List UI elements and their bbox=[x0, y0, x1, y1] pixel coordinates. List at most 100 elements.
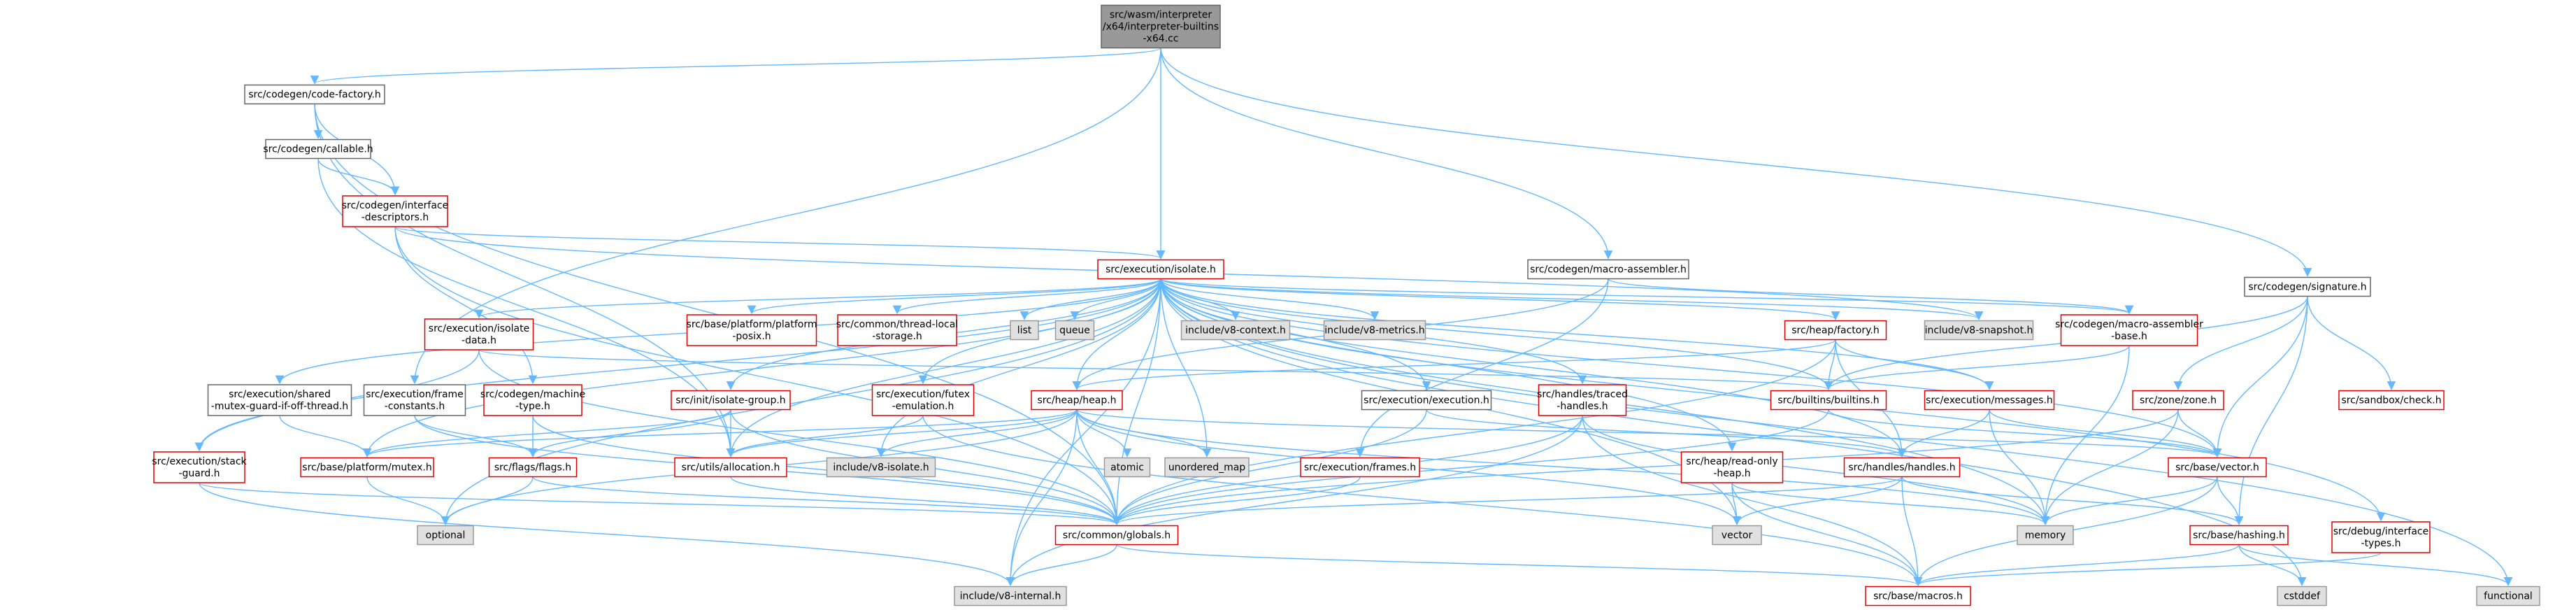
edge-flags-to-globals bbox=[532, 476, 1122, 525]
node-sandbox-check[interactable]: src/sandbox/check.h bbox=[2338, 390, 2445, 411]
edge-debug-types-to-macros bbox=[1914, 552, 2382, 586]
node-label: memory bbox=[2025, 530, 2066, 541]
node-label: functional bbox=[2484, 591, 2533, 602]
edge-heap-factory-to-heap bbox=[1073, 339, 1836, 390]
node-frame-constants[interactable]: src/execution/frame-constants.h bbox=[363, 384, 466, 416]
edge-traced-handles-to-macros bbox=[1582, 415, 1923, 586]
node-macro-asm-base[interactable]: src/codegen/macro-assembler-base.h bbox=[2055, 314, 2203, 346]
node-execution[interactable]: src/execution/execution.h bbox=[1361, 390, 1492, 411]
node-box bbox=[1103, 457, 1151, 478]
edge-globals-to-v8-internal bbox=[1006, 544, 1117, 586]
node-code-factory[interactable]: src/codegen/code-factory.h bbox=[244, 84, 385, 105]
node-handles[interactable]: src/handles/handles.h bbox=[1843, 457, 1961, 478]
edge-root-to-signature bbox=[1160, 48, 2312, 277]
edge-read-only-heap-to-memory bbox=[1731, 482, 2050, 525]
node-root[interactable]: src/wasm/interpreter/x64/interpreter-bui… bbox=[1101, 4, 1221, 49]
edge-allocation-to-globals bbox=[730, 476, 1122, 525]
node-box bbox=[837, 314, 957, 346]
edge-handles-to-macros bbox=[1901, 476, 1923, 586]
node-mutex[interactable]: src/base/platform/mutex.h bbox=[300, 457, 434, 478]
edge-signature-to-vector bbox=[2212, 296, 2308, 458]
edge-handles-to-std-vector bbox=[1732, 476, 1903, 525]
node-label: src/handles/handles.h bbox=[1848, 462, 1955, 474]
edge-isolate-to-heap bbox=[1072, 278, 1161, 390]
node-shared-mutex[interactable]: src/execution/shared-mutex-guard-if-off-… bbox=[207, 384, 352, 416]
node-interface-desc[interactable]: src/codegen/interface-descriptors.h bbox=[342, 195, 448, 227]
node-isolate[interactable]: src/execution/isolate.h bbox=[1097, 259, 1224, 280]
node-label: src/execution/futex bbox=[876, 389, 970, 400]
node-hashing[interactable]: src/base/hashing.h bbox=[2189, 525, 2289, 546]
edge-isolate-group-to-mutex bbox=[362, 409, 731, 458]
node-label: src/common/globals.h bbox=[1063, 530, 1171, 541]
node-unordered-map[interactable]: unordered_map bbox=[1164, 457, 1250, 478]
node-globals[interactable]: src/common/globals.h bbox=[1054, 525, 1179, 546]
node-box bbox=[1770, 390, 1887, 411]
node-flags[interactable]: src/flags/flags.h bbox=[488, 457, 578, 478]
node-zone[interactable]: src/zone/zone.h bbox=[2132, 390, 2224, 411]
node-box bbox=[1054, 525, 1179, 546]
edge-isolate-to-allocation bbox=[726, 278, 1161, 458]
node-label: src/wasm/interpreter bbox=[1110, 10, 1212, 21]
node-macros[interactable]: src/base/macros.h bbox=[1865, 586, 1971, 607]
edge-heap-to-mutex bbox=[363, 409, 1078, 458]
edge-isolate-to-macro-asm-base bbox=[1160, 278, 2133, 315]
node-label: src/heap/factory.h bbox=[1791, 325, 1879, 336]
node-v8-snapshot[interactable]: include/v8-snapshot.h bbox=[1924, 320, 2034, 341]
node-label: /x64/interpreter-builtins bbox=[1103, 22, 1219, 33]
node-thread-local[interactable]: src/common/thread-local-storage.h bbox=[836, 314, 958, 346]
node-box bbox=[1097, 259, 1224, 280]
node-memory[interactable]: memory bbox=[2017, 525, 2074, 546]
node-callable[interactable]: src/codegen/callable.h bbox=[263, 139, 373, 159]
node-signature[interactable]: src/codegen/signature.h bbox=[2244, 276, 2371, 297]
node-read-only-heap[interactable]: src/heap/read-only-heap.h bbox=[1680, 451, 1784, 483]
node-v8-internal[interactable]: include/v8-internal.h bbox=[954, 586, 1067, 607]
edge-callable-to-interface-desc bbox=[317, 158, 400, 196]
node-box bbox=[2168, 457, 2267, 478]
node-box bbox=[826, 457, 936, 478]
node-macro-assembler[interactable]: src/codegen/macro-assembler.h bbox=[1527, 259, 1689, 280]
node-queue[interactable]: queue bbox=[1054, 320, 1095, 341]
node-allocation[interactable]: src/utils/allocation.h bbox=[674, 457, 787, 478]
node-label: src/codegen/macro-assembler.h bbox=[1530, 264, 1687, 276]
edge-heap-to-globals bbox=[1076, 409, 1122, 525]
edge-hashing-to-macros bbox=[1913, 544, 2240, 586]
node-messages[interactable]: src/execution/messages.h bbox=[1924, 390, 2055, 411]
node-isolate-group[interactable]: src/init/isolate-group.h bbox=[671, 390, 791, 411]
edge-heap-factory-to-builtins bbox=[1824, 339, 1836, 390]
node-v8-context[interactable]: include/v8-context.h bbox=[1180, 320, 1291, 341]
node-debug-types[interactable]: src/debug/interface-types.h bbox=[2331, 521, 2431, 553]
node-std-vector[interactable]: vector bbox=[1712, 525, 1762, 546]
node-v8-isolate[interactable]: include/v8-isolate.h bbox=[826, 457, 936, 478]
edge-flags-to-optional bbox=[441, 476, 534, 525]
node-frames[interactable]: src/execution/frames.h bbox=[1300, 457, 1420, 478]
node-label: -x64.cc bbox=[1143, 34, 1179, 45]
node-stack-guard[interactable]: src/execution/stack-guard.h bbox=[152, 451, 248, 483]
node-platform-posix[interactable]: src/base/platform/platform-posix.h bbox=[687, 314, 817, 346]
node-box bbox=[483, 384, 582, 416]
node-isolate-data[interactable]: src/execution/isolate-data.h bbox=[424, 318, 534, 350]
node-futex[interactable]: src/execution/futex-emulation.h bbox=[871, 384, 975, 416]
node-vector[interactable]: src/base/vector.h bbox=[2168, 457, 2267, 478]
node-machine-type[interactable]: src/codegen/machine-type.h bbox=[480, 384, 585, 416]
node-label: src/builtins/builtins.h bbox=[1777, 395, 1879, 406]
node-heap-factory[interactable]: src/heap/factory.h bbox=[1784, 320, 1887, 341]
node-traced-handles[interactable]: src/handles/traced-handles.h bbox=[1537, 384, 1628, 416]
node-optional[interactable]: optional bbox=[417, 525, 474, 546]
node-box bbox=[363, 384, 466, 416]
node-builtins[interactable]: src/builtins/builtins.h bbox=[1770, 390, 1887, 411]
edge-hashing-to-cstddef bbox=[2238, 544, 2307, 586]
node-functional[interactable]: functional bbox=[2476, 586, 2540, 607]
node-list[interactable]: list bbox=[1010, 320, 1039, 341]
edge-messages-to-handles bbox=[1897, 409, 1990, 458]
node-heap[interactable]: src/heap/heap.h bbox=[1031, 390, 1123, 411]
node-box bbox=[1164, 457, 1250, 478]
edge-macro-asm-base-to-builtins bbox=[1824, 345, 2130, 390]
edge-vector-to-memory bbox=[2040, 476, 2218, 525]
node-v8-metrics[interactable]: include/v8-metrics.h bbox=[1323, 320, 1426, 341]
file-nodes: src/wasm/interpreter/x64/interpreter-bui… bbox=[152, 4, 2540, 607]
node-cstddef[interactable]: cstddef bbox=[2277, 586, 2327, 607]
node-atomic[interactable]: atomic bbox=[1103, 457, 1151, 478]
edge-builtins-to-vector bbox=[1828, 409, 2222, 458]
edge-isolate-data-to-builtins bbox=[478, 349, 1833, 390]
node-box bbox=[488, 457, 578, 478]
